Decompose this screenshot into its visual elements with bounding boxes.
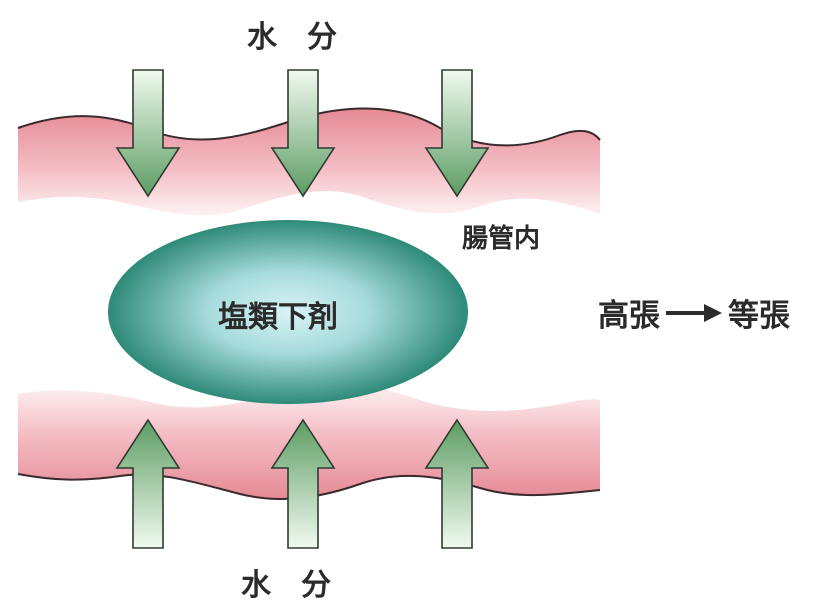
osmotic-from-label: 高張 <box>598 298 660 334</box>
arrow-up-icon <box>270 418 336 549</box>
arrow-up-icon <box>424 418 490 549</box>
arrow-right-icon <box>666 302 722 324</box>
water-label-bottom: 水 分 <box>241 568 331 603</box>
osmotic-transition: 高張 等張 <box>598 290 790 335</box>
lumen-label: 腸管内 <box>462 224 541 254</box>
laxative-ellipse <box>108 220 468 404</box>
water-label-top: 水 分 <box>247 20 337 55</box>
arrow-up-icon <box>115 418 181 549</box>
arrow-down-icon <box>270 69 336 198</box>
laxative-label: 塩類下剤 <box>218 300 338 335</box>
osmotic-to-label: 等張 <box>728 298 790 334</box>
arrow-down-icon <box>115 69 181 198</box>
arrow-down-icon <box>424 69 490 198</box>
